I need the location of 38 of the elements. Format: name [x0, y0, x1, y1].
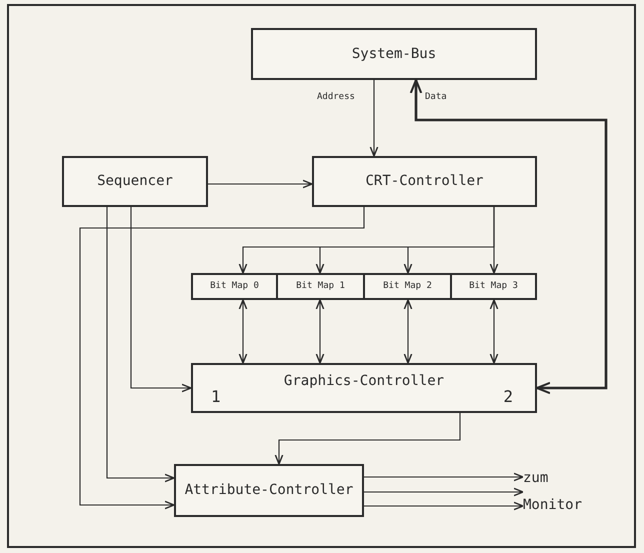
node-label: CRT-Controller — [364, 173, 484, 190]
component-box — [174, 464, 364, 517]
node-label: Bit Map 3 — [468, 281, 519, 292]
memory-plane-box — [276, 273, 365, 300]
port-number: 1 — [211, 387, 221, 406]
arrow — [208, 180, 313, 188]
arrow — [364, 502, 524, 510]
component-box — [191, 363, 537, 413]
arrow — [370, 80, 378, 157]
arrow — [79, 207, 365, 510]
port-number: 2 — [503, 387, 513, 406]
arrow — [106, 207, 175, 482]
edge-label: Address — [316, 92, 356, 102]
node-label: Graphics-Controller — [282, 373, 446, 389]
component-box — [251, 28, 537, 80]
arrow — [364, 472, 524, 482]
arrow — [238, 299, 248, 364]
component-box — [312, 156, 537, 207]
memory-plane-box — [363, 273, 452, 300]
arrow — [410, 78, 608, 394]
node-label: Attribute-Controller — [184, 482, 354, 498]
arrow — [490, 207, 498, 274]
arrow — [364, 488, 524, 496]
node-label: Bit Map 0 — [209, 281, 260, 292]
arrow — [404, 299, 412, 364]
arrow — [130, 207, 192, 392]
arrow — [490, 299, 498, 364]
arrow — [274, 413, 461, 465]
arrow — [316, 299, 324, 364]
node-label: System-Bus — [350, 46, 438, 62]
node-label: Bit Map 2 — [382, 281, 433, 292]
edge-label: Data — [424, 92, 448, 102]
node-label: zum Monitor — [523, 469, 584, 515]
node-label: Sequencer — [96, 173, 174, 190]
memory-plane-box — [450, 273, 537, 300]
memory-plane-box — [191, 273, 278, 300]
node-label: Bit Map 1 — [295, 281, 346, 292]
component-box — [62, 156, 208, 207]
